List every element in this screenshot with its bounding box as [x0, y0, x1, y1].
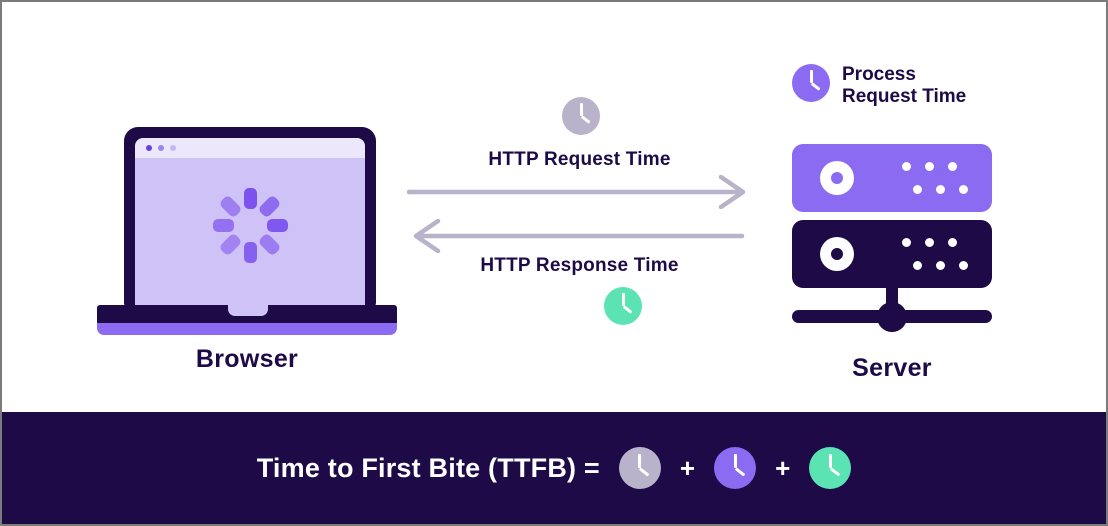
ttfb-clock-request-icon	[618, 447, 661, 489]
server-power-icon	[820, 237, 854, 271]
server-power-icon	[820, 161, 854, 195]
browser-chrome-bar	[135, 138, 365, 158]
server-led-dot	[902, 162, 911, 171]
spinner-segment	[257, 232, 282, 257]
browser-dot-minimize-icon	[158, 145, 164, 151]
http-response-arrow	[413, 219, 745, 253]
server-led-dot	[948, 162, 957, 171]
server-led-dot	[913, 185, 922, 194]
spinner-segment	[243, 188, 257, 210]
server-stand-knob	[877, 302, 907, 332]
laptop-foot	[97, 323, 397, 335]
server-led-dot	[936, 185, 945, 194]
process-request-time-label: Process Request Time	[842, 64, 967, 108]
ttfb-clock-response-icon	[809, 447, 852, 489]
server-led-dot	[936, 261, 945, 270]
laptop-icon	[124, 127, 376, 307]
browser-dot-maximize-icon	[170, 145, 176, 151]
ttfb-clock-process-icon	[714, 447, 757, 489]
laptop-base-notch	[228, 305, 268, 316]
diagram-stage: Browser Process Request Time Server	[2, 2, 1106, 412]
server-led-dot	[959, 185, 968, 194]
server-led-dot	[925, 238, 934, 247]
process-request-time-group: Process Request Time	[792, 64, 966, 109]
laptop-screen	[135, 138, 365, 307]
browser-node: Browser	[97, 127, 407, 377]
spinner-segment	[243, 242, 257, 264]
spinner-segment	[218, 194, 243, 219]
ttfb-equation-label: Time to First Bite (TTFB) =	[256, 452, 600, 483]
process-request-time-clock-icon	[792, 64, 830, 102]
browser-dot-close-icon	[146, 145, 152, 151]
ttfb-summary-banner: Time to First Bite (TTFB) = + +	[2, 412, 1106, 524]
server-led-dot	[959, 261, 968, 270]
spinner-segment	[218, 232, 243, 257]
flow-group: HTTP Request Time HTTP Response Time	[407, 97, 752, 337]
http-request-time-clock-icon	[562, 97, 600, 135]
ttfb-plus-2: +	[775, 453, 791, 483]
browser-label: Browser	[195, 345, 299, 373]
server-led-dot	[913, 261, 922, 270]
server-led-dot	[902, 238, 911, 247]
server-unit-top	[792, 144, 992, 212]
ttfb-plus-1: +	[679, 453, 696, 483]
spinner-segment	[266, 219, 288, 233]
server-unit-bottom	[792, 220, 992, 288]
spinner-segment	[212, 219, 234, 233]
http-request-time-label: HTTP Request Time	[488, 149, 671, 170]
http-request-arrow	[407, 175, 746, 209]
http-response-time-clock-icon	[604, 287, 643, 325]
server-node: Process Request Time Server	[787, 64, 1002, 382]
server-led-dot	[948, 238, 957, 247]
server-label: Server	[852, 354, 932, 382]
http-response-time-label: HTTP Response Time	[480, 255, 679, 276]
spinner-segment	[257, 194, 282, 219]
server-led-dot	[925, 162, 934, 171]
